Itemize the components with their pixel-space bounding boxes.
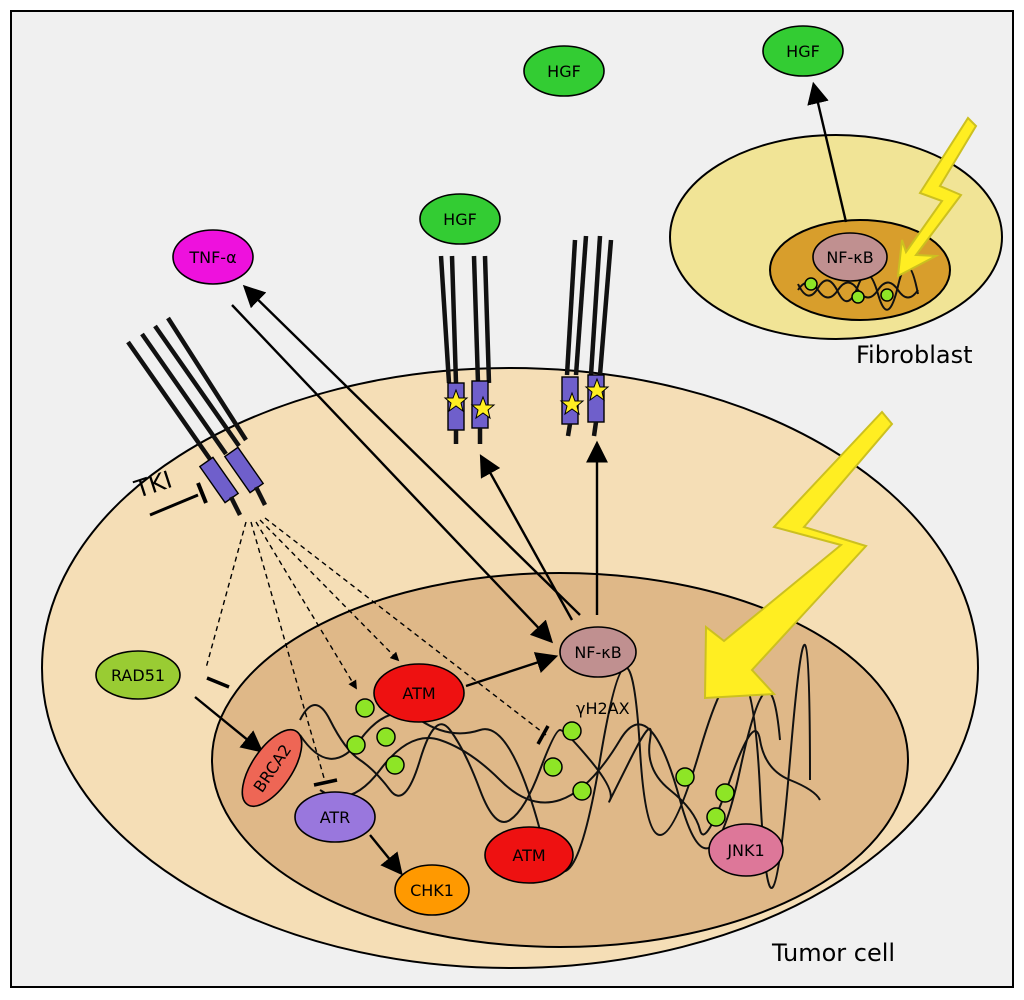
molecule-nfkb-fibroblast: NF-κB [812, 232, 888, 282]
tki-inhibitor [149, 482, 208, 517]
phospho-dot [880, 288, 894, 302]
molecule-label: ATM [402, 684, 435, 703]
phospho-dot [675, 767, 695, 787]
dashed-signals [205, 517, 547, 779]
molecule-label: CHK1 [410, 881, 454, 900]
inhibition-bars [206, 676, 550, 787]
molecule-label: NF-κB [574, 643, 621, 662]
molecule-hgf-receptor: HGF [419, 193, 501, 245]
phospho-dots [346, 277, 894, 827]
phospho-dot [715, 783, 735, 803]
molecule-label: HGF [786, 42, 820, 61]
molecule-label: HGF [547, 62, 581, 81]
molecule-hgf-fibroblast: HGF [762, 25, 844, 77]
molecule-label: TNF-α [188, 248, 236, 267]
phospho-dot [543, 757, 563, 777]
molecule-jnk1: JNK1 [708, 823, 784, 877]
phospho-dot [572, 781, 592, 801]
molecule-label: ATM [512, 846, 545, 865]
signal-arrows [194, 81, 848, 876]
molecule-atr: ATR [294, 791, 376, 843]
phospho-dot [346, 735, 366, 755]
receptor-right [559, 235, 614, 437]
phospho-dot [562, 721, 582, 741]
receptor-left [126, 316, 268, 517]
phospho-dot [804, 277, 818, 291]
tumor-cell-nucleus [211, 572, 909, 948]
molecule-label: ATR [320, 808, 351, 827]
gamma-h2ax-label: γH2AX [576, 699, 630, 718]
lightning-bolt-large [703, 410, 894, 700]
molecule-label: JNK1 [726, 841, 764, 860]
molecule-rad51: RAD51 [95, 650, 181, 700]
molecule-nfkb-tumor: NF-κB [559, 626, 637, 678]
molecule-tnf: TNF-α [172, 229, 254, 285]
phospho-dot [355, 698, 375, 718]
molecule-label: RAD51 [111, 666, 165, 685]
phospho-dot [706, 807, 726, 827]
phospho-dot [851, 290, 865, 304]
molecule-atm-upper: ATM [373, 663, 465, 723]
tumor-cell-label: Tumor cell [771, 939, 895, 967]
fibroblast-dna [797, 265, 919, 311]
molecule-chk1: CHK1 [394, 864, 470, 916]
molecule-atm-lower: ATM [484, 826, 574, 884]
molecule-label: NF-κB [826, 248, 873, 267]
lightning-bolt-small [896, 116, 978, 278]
receptor-center [438, 255, 496, 444]
molecule-label: HGF [443, 210, 477, 229]
molecule-hgf-free: HGF [523, 45, 605, 97]
fibroblast-label: Fibroblast [856, 341, 973, 369]
phospho-dot [376, 727, 396, 747]
phospho-dot [385, 755, 405, 775]
